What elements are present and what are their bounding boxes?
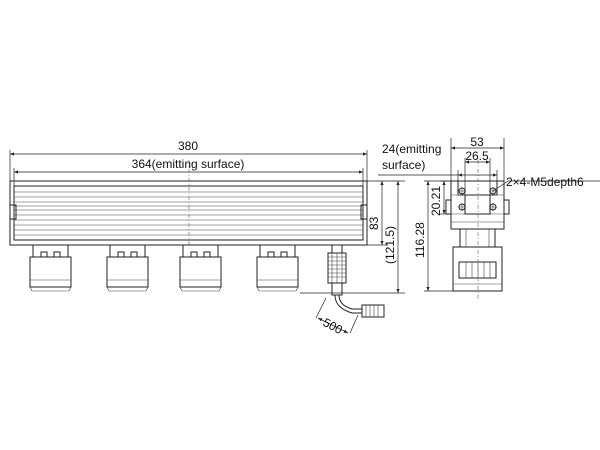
cable-plug (361, 304, 385, 318)
label-116-28: 116.28 (413, 222, 427, 258)
mounting-brackets (29, 244, 299, 292)
label-20-21: 20.21 (429, 186, 443, 216)
label-24-emitting-line2: surface) (382, 158, 425, 172)
dimension-83: 83 (367, 180, 388, 246)
label-24-emitting-line1: 24(emitting (382, 142, 441, 156)
label-364-emitting-surface: 364(emitting surface) (132, 157, 245, 171)
side-view: 53 26.5 24(emitting surface) 20.21 (378, 135, 600, 300)
dimension-121-5: (121.5) (300, 180, 405, 294)
dimension-364: 364(emitting surface) (13, 157, 364, 186)
label-380: 380 (178, 139, 198, 153)
screw-holes (458, 187, 497, 211)
dimension-20-21: 20.21 (429, 180, 451, 216)
label-83: 83 (367, 216, 381, 230)
label-thread-note: 2×4-M5depth6 (506, 175, 584, 189)
housing-fins (14, 191, 363, 236)
label-500: 500 (321, 315, 346, 337)
label-53: 53 (470, 135, 484, 149)
bracket-3 (179, 244, 222, 292)
dimension-53: 53 (450, 135, 505, 181)
front-view: 380 364(emitting surface) 83 (121.5) (9, 139, 405, 337)
bracket-1 (29, 244, 72, 292)
light-bar-housing (9, 180, 368, 246)
right-end-cap (360, 204, 368, 220)
cable-connector (327, 244, 385, 318)
side-bracket (452, 246, 503, 292)
label-121-5: (121.5) (383, 226, 397, 264)
thread-callout: 2×4-M5depth6 (492, 175, 600, 192)
bracket-4 (256, 244, 299, 292)
housing-inner-outline (13, 185, 364, 241)
dimension-116-28: 116.28 (413, 180, 453, 292)
bracket-2 (106, 244, 149, 292)
left-end-cap (9, 204, 17, 220)
label-26-5: 26.5 (465, 149, 489, 163)
cable (334, 294, 362, 314)
dimension-380: 380 (9, 139, 368, 181)
dimension-24-emitting: 24(emitting surface) (378, 142, 498, 181)
